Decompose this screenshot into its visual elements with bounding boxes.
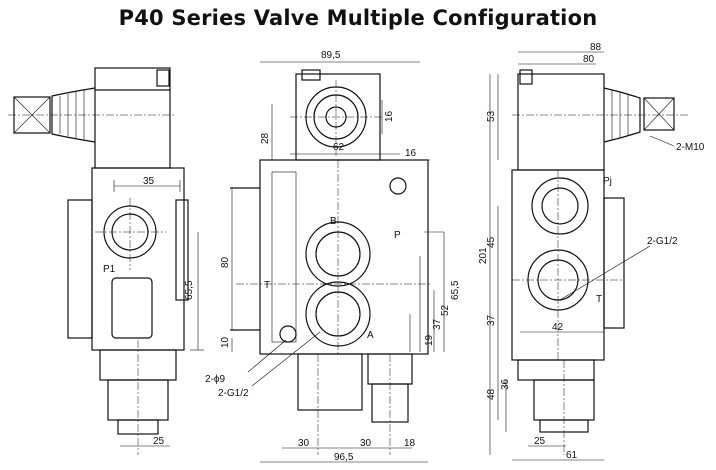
dim-front-30-b: 30: [360, 438, 372, 449]
dim-right-48: 48: [486, 388, 497, 400]
page-title: P40 Series Valve Multiple Configuration: [118, 6, 598, 30]
dim-right-80: 80: [583, 54, 595, 65]
port-label-p1: P1: [103, 264, 116, 275]
dim-right-88: 88: [590, 42, 602, 53]
dim-front-62: 62: [333, 142, 345, 153]
dim-right-45: 45: [486, 236, 497, 248]
dim-right-53: 53: [486, 110, 497, 122]
dim-front-65-5: 65,5: [450, 280, 461, 300]
callout-front-2-g1-2: 2-G1/2: [218, 388, 249, 399]
dim-front-52: 52: [440, 304, 451, 316]
dim-front-80: 80: [220, 256, 231, 268]
port-label-b: B: [330, 216, 337, 227]
dim-front-89-5: 89,5: [321, 50, 341, 61]
right-side-view: [489, 51, 690, 461]
front-view: [230, 61, 445, 463]
port-label-p: P: [394, 230, 401, 241]
dim-front-16-horiz: 16: [405, 148, 417, 159]
port-label-t: T: [264, 280, 270, 291]
left-side-view: [8, 67, 204, 455]
dim-front-30-a: 30: [298, 438, 310, 449]
dim-front-37: 37: [432, 318, 443, 330]
port-label-right-t: T: [596, 294, 602, 305]
dim-front-18: 18: [404, 438, 416, 449]
dim-front-16-vert: 16: [384, 110, 395, 122]
dim-left-25: 25: [153, 436, 165, 447]
dim-right-61: 61: [566, 450, 578, 461]
dim-front-96-5: 96,5: [334, 452, 354, 463]
port-label-pj: Pj: [603, 176, 612, 187]
port-label-a: A: [367, 330, 374, 341]
dim-right-2-m10: 2-M10: [676, 142, 705, 153]
callout-2-phi9: 2-ϕ9: [205, 374, 225, 385]
dim-right-25: 25: [534, 436, 546, 447]
dim-right-37: 37: [486, 314, 497, 326]
dim-left-35: 35: [143, 176, 155, 187]
dim-front-10: 10: [220, 336, 231, 348]
dim-right-201: 201: [478, 247, 489, 264]
dim-right-42: 42: [552, 322, 564, 333]
dim-right-36: 36: [500, 378, 511, 390]
dim-front-28: 28: [260, 132, 271, 144]
dim-left-65-5: 65,5: [184, 280, 195, 300]
dim-front-19: 19: [424, 334, 435, 346]
callout-right-2-g1-2: 2-G1/2: [647, 236, 678, 247]
